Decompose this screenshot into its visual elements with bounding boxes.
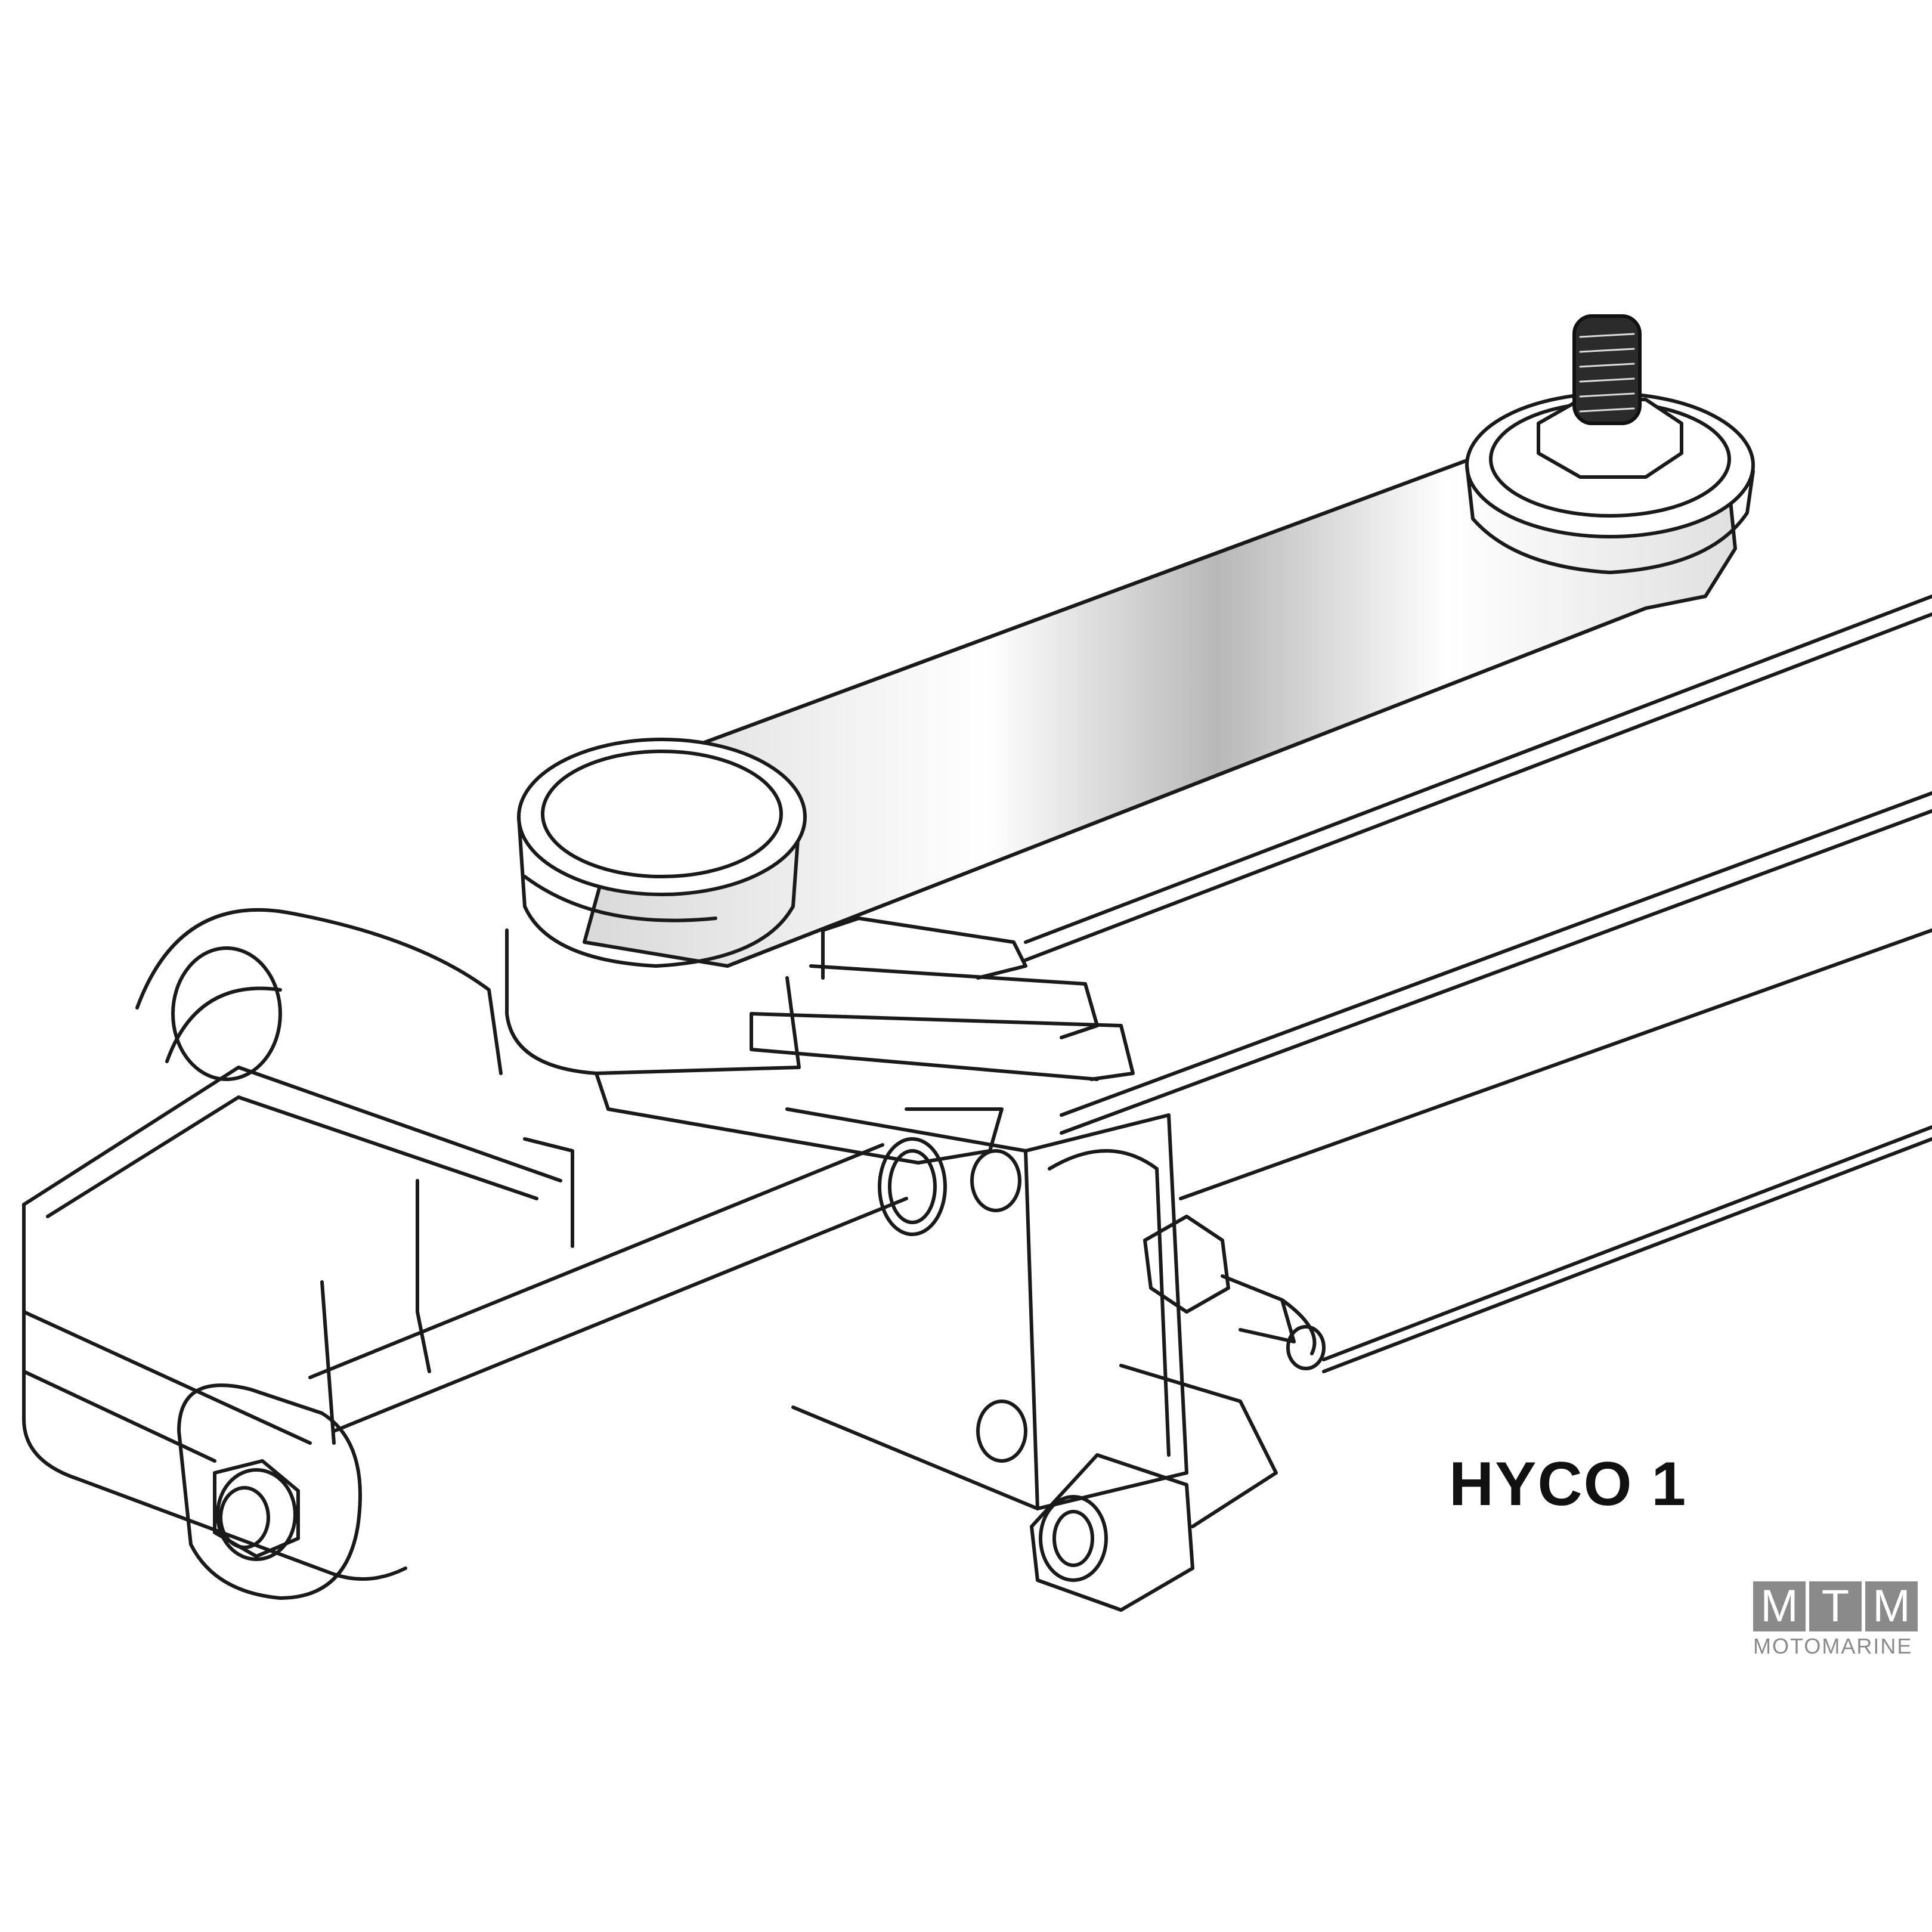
pivot-cap [517,738,807,968]
cylinder-barrel [1024,595,1932,1373]
logo-letter: M [1753,1581,1806,1631]
piston-rod [308,1137,947,1433]
pivot-boss [505,928,1004,1165]
logo-letters: M T M [1753,1581,1932,1631]
logo-letter: M [1865,1581,1918,1631]
rod-end-mount [177,1383,362,1600]
mounting-bracket [22,908,574,1581]
mtm-logo: M T M MOTOMARINE [1753,1581,1932,1671]
hydraulic-fitting-lower [1030,1364,1278,1612]
tiller-clamp [750,917,1135,1081]
hydraulic-fitting-upper [1143,1215,1326,1370]
logo-letter: T [1809,1581,1862,1631]
port-block [785,1107,1188,1510]
logo-wordmark: MOTOMARINE [1753,1634,1913,1658]
arm-end-stud [1465,314,1755,574]
model-caption: HYCO 1 [1449,1450,1688,1519]
